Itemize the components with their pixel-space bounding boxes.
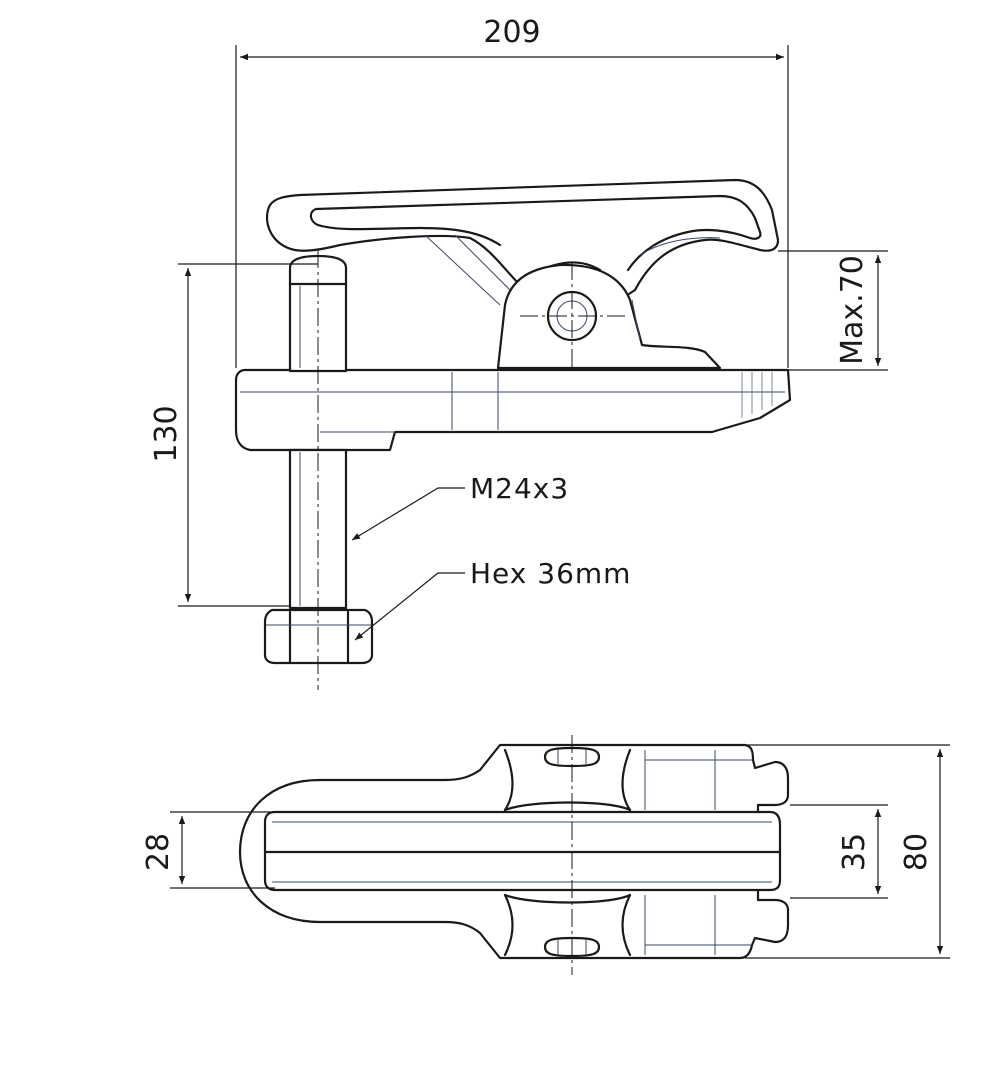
callout-label-hex: Hex 36mm xyxy=(470,557,631,590)
dim-clamp-height: 130 xyxy=(149,263,318,607)
dim-label-overall-length: 209 xyxy=(483,15,540,50)
pivot-pin xyxy=(520,262,625,370)
callout-label-thread: M24x3 xyxy=(470,472,569,505)
callout-thread: M24x3 xyxy=(351,472,569,541)
dim-label-jaw-gap: 35 xyxy=(837,833,872,871)
top-view: 28 35 80 xyxy=(141,735,950,975)
side-view: 209 130 Max.70 M24x3 Hex 36mm xyxy=(149,15,888,690)
dim-max-opening: Max.70 xyxy=(778,250,888,371)
dim-label-max-opening: Max.70 xyxy=(835,255,870,365)
dim-label-slot-width: 28 xyxy=(141,833,176,871)
dim-label-clamp-height: 130 xyxy=(149,405,184,462)
dim-slot-width: 28 xyxy=(141,811,275,889)
dim-jaw-gap: 35 xyxy=(790,804,888,899)
lower-body xyxy=(234,368,792,452)
dim-label-overall-width: 80 xyxy=(899,833,934,871)
dim-overall-length: 209 xyxy=(235,15,789,368)
dim-overall-width: 80 xyxy=(745,744,950,959)
callout-hex: Hex 36mm xyxy=(354,557,631,641)
lever-handle xyxy=(265,178,780,306)
